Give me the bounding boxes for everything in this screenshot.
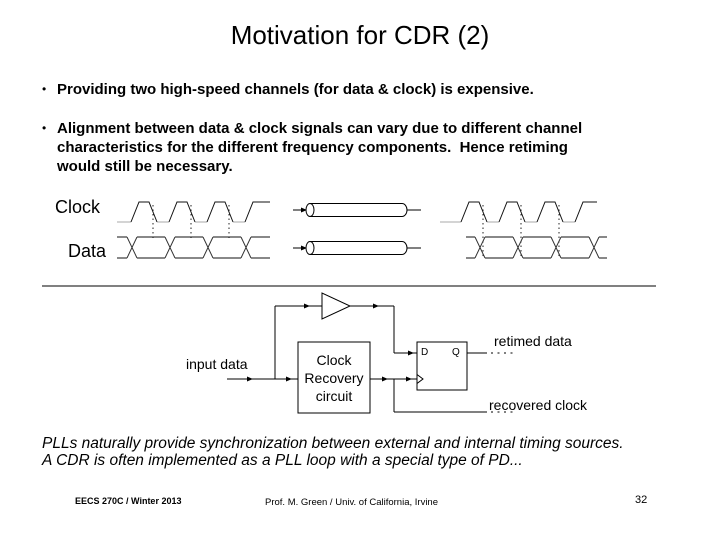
bullet-text-line: Alignment between data & clock signals c…	[57, 120, 583, 137]
page-number: 32	[635, 494, 648, 506]
clock-channel-symbol	[293, 203, 421, 217]
footer-author: Prof. M. Green / Univ. of California, Ir…	[265, 497, 438, 508]
retimed-data-label: retimed data	[494, 333, 572, 349]
bullet-item: • Alignment between data & clock signals…	[42, 119, 674, 176]
bullet-marker: •	[42, 121, 47, 135]
data-eye-waveform-left	[117, 236, 270, 259]
page-title: Motivation for CDR (2)	[230, 20, 490, 50]
data-waveform-label: Data	[68, 241, 107, 261]
bullet-item: • Providing two high-speed channels (for…	[42, 80, 674, 99]
flipflop-box	[416, 341, 468, 391]
flipflop-d-pin-label: D	[421, 347, 429, 358]
data-eye-waveform-right	[466, 236, 607, 259]
clock-recovery-box	[297, 341, 371, 414]
buffer-triangle	[321, 292, 352, 320]
bullet-marker: •	[42, 82, 47, 96]
clock-waveform-label: Clock	[55, 197, 101, 217]
cdr-circuit-wires	[227, 305, 515, 413]
input-data-label: input data	[186, 356, 248, 372]
clock-waveform-right	[440, 201, 597, 223]
note-line: PLLs naturally provide synchronization b…	[42, 435, 624, 452]
wire-arrowheads	[247, 303, 414, 382]
box-label-line: Recovery	[304, 369, 364, 386]
bullet-text-line: characteristics for the different freque…	[57, 139, 568, 156]
bullet-text-line: would still be necessary.	[57, 158, 233, 175]
bullet-text-line: Providing two high-speed channels (for d…	[57, 81, 534, 98]
clock-waveform-left	[117, 201, 270, 223]
recovered-clock-label: recovered clock	[489, 397, 588, 413]
note-line: A CDR is often implemented as a PLL loop…	[42, 451, 523, 469]
flipflop-q-pin-label: Q	[452, 347, 460, 358]
note-paragraph: PLLs naturally provide synchronization b…	[42, 435, 682, 469]
footer-course: EECS 270C / Winter 2013	[75, 496, 182, 506]
box-label-line: circuit	[315, 387, 353, 404]
box-label-line: Clock	[316, 351, 352, 368]
flipflop-clock-wedge	[416, 374, 424, 384]
sampling-dotted-lines-left	[152, 205, 230, 241]
clock-recovery-box-label: Clock Recovery circuit	[298, 342, 370, 413]
data-channel-symbol	[293, 241, 421, 255]
